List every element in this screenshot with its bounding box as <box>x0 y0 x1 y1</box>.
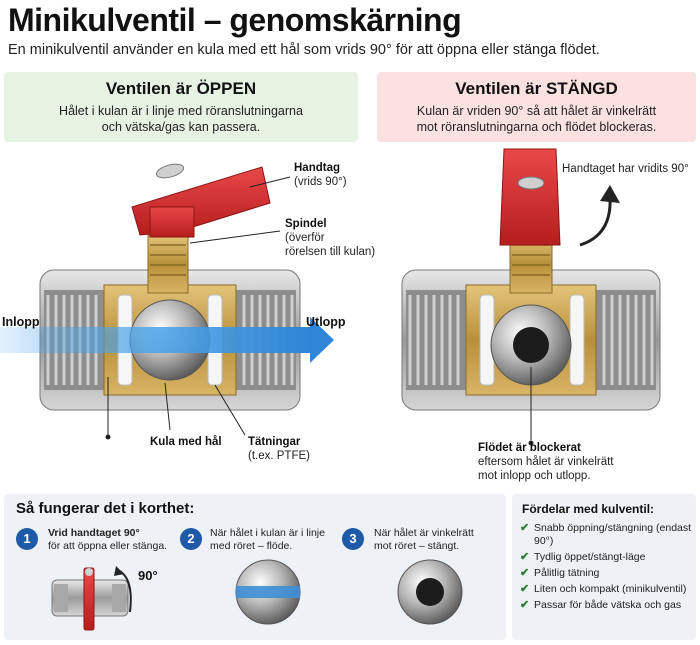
spindle-label: Spindel (överför rörelsen till kulan) <box>285 218 376 258</box>
closed-valve <box>401 148 661 411</box>
valve-illustration <box>0 148 661 446</box>
list-item: ✔Pålitlig tätning <box>520 567 600 579</box>
step-2-number: 2 <box>180 528 202 550</box>
page-title: Minikulventil – genomskärning <box>8 2 462 38</box>
ball-label: Kula med hål <box>150 436 222 448</box>
valve-diagrams: Handtag (vrids 90°) Spindel (överför rör… <box>0 145 700 490</box>
closed-ball-icon <box>397 559 463 625</box>
advantages-title: Fördelar med kulventil: <box>522 502 655 516</box>
angle-label: 90° <box>138 568 158 583</box>
check-icon: ✔ <box>520 551 530 563</box>
closed-panel-header: Ventilen är STÄNGD Kulan är vriden 90° s… <box>377 72 696 142</box>
flow-arrow-head <box>310 317 334 363</box>
seals-label: Tätningar (t.ex. PTFE) <box>248 436 310 462</box>
open-panel-header: Ventilen är ÖPPEN Hålet i kulan är i lin… <box>4 72 358 142</box>
open-ball-icon <box>235 559 301 625</box>
open-panel-description: Hålet i kulan är i linje med röranslutni… <box>59 104 303 134</box>
closed-panel-description: Kulan är vriden 90° så att hålet är vink… <box>416 104 657 134</box>
list-item: ✔Passar för både vätska och gas <box>520 599 682 611</box>
mini-valve-icon <box>51 566 132 631</box>
advantages-box: Fördelar med kulventil: ✔Snabb öppning/s… <box>512 494 696 640</box>
closed-panel-title: Ventilen är STÄNGD <box>455 79 618 98</box>
how-it-works-title: Så fungerar det i korthet: <box>16 500 195 517</box>
handle-label: Handtag (vrids 90°) <box>294 162 347 188</box>
blocked-hole <box>513 327 549 363</box>
advantages-list: ✔Snabb öppning/stängning (endast 90°) ✔T… <box>520 522 694 615</box>
check-icon: ✔ <box>520 567 530 579</box>
leader-lines <box>107 176 532 440</box>
step-1-text: Vrid handtaget 90° för att öppna eller s… <box>48 527 168 552</box>
step-3-text: När hålet är vinkelrätt mot röret – stän… <box>374 527 474 552</box>
check-icon: ✔ <box>520 522 530 534</box>
list-item: ✔Liten och kompakt (minikulventil) <box>520 583 687 595</box>
rotation-arrow-head <box>600 185 620 203</box>
check-icon: ✔ <box>520 599 530 611</box>
open-panel-title: Ventilen är ÖPPEN <box>105 79 257 98</box>
step-2-text: När hålet i kulan är i linje med röret –… <box>210 527 325 552</box>
outlet-label: Utlopp <box>306 315 346 329</box>
flow-arrow-body <box>0 327 310 353</box>
handle-turned-label: Handtaget har vridits 90° <box>562 163 689 175</box>
inlet-label: Inlopp <box>2 315 40 329</box>
list-item: ✔Snabb öppning/stängning (endast 90°) <box>520 522 692 547</box>
check-icon: ✔ <box>520 583 530 595</box>
how-it-works-box: Så fungerar det i korthet: 1 Vrid handta… <box>4 494 506 640</box>
list-item: ✔Tydlig öppet/stängt-läge <box>520 551 646 563</box>
page-subtitle: En minikulventil använder en kula med et… <box>8 42 600 58</box>
step-3-number: 3 <box>342 528 364 550</box>
step-1-number: 1 <box>16 528 38 550</box>
open-valve <box>0 163 334 411</box>
blocked-label: Flödet är blockerat eftersom hålet är vi… <box>478 442 614 482</box>
